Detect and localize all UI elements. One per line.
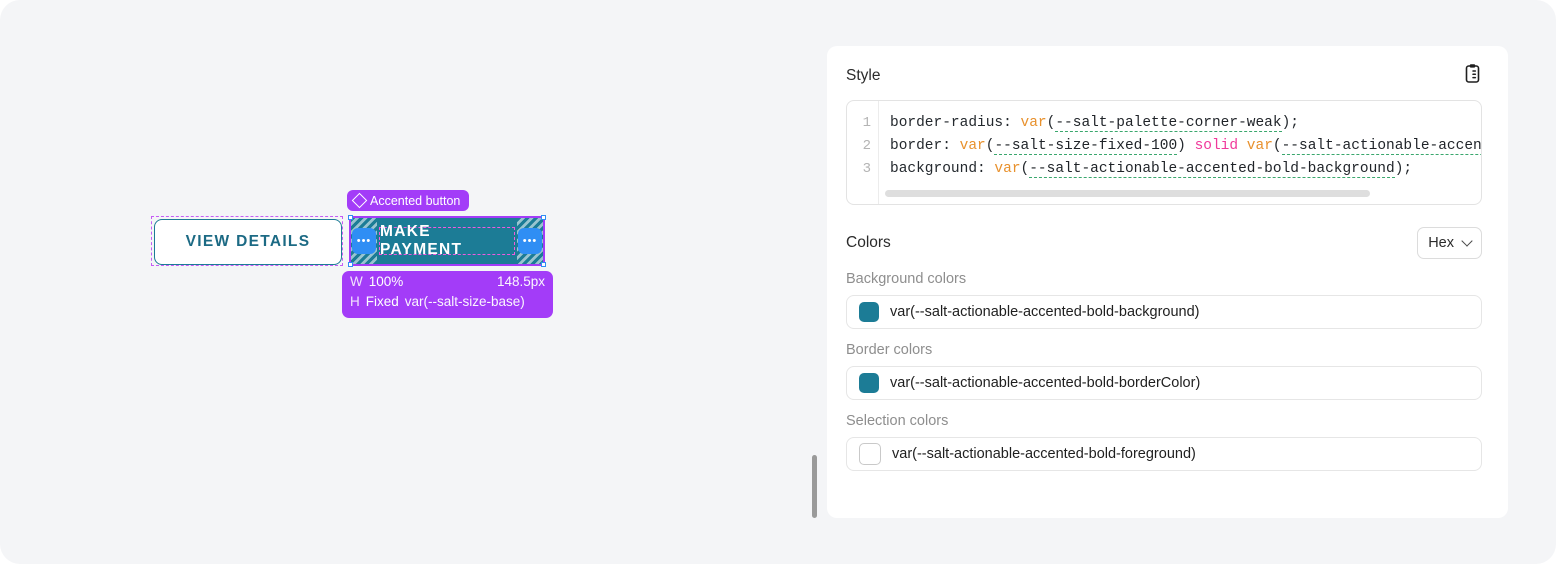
code-token: (: [1272, 138, 1282, 154]
panel-scrollbar-thumb[interactable]: [812, 455, 817, 518]
make-payment-selected-component[interactable]: ••• ••• MAKE PAYMENT: [348, 215, 546, 267]
code-line-number: 1: [862, 115, 871, 131]
color-swatch[interactable]: [859, 443, 881, 465]
code-token: var: [994, 161, 1021, 177]
color-groups-list: Background colors var(--salt-actionable-a…: [846, 271, 1482, 471]
style-section-header: Style: [846, 62, 1482, 90]
color-token-value: var(--salt-actionable-accented-bold-fore…: [892, 446, 1196, 462]
code-token: var: [1020, 115, 1047, 131]
color-group-label: Selection colors: [846, 413, 949, 429]
view-details-button[interactable]: VIEW DETAILS: [154, 219, 342, 265]
clipboard-copy-icon[interactable]: [1463, 63, 1482, 89]
code-line-number: 2: [862, 138, 871, 154]
code-line: border: var(--salt-size-fixed-100) solid…: [890, 135, 1481, 158]
code-token: background:: [890, 161, 995, 177]
style-section-title: Style: [846, 67, 881, 84]
color-group-label: Border colors: [846, 342, 933, 358]
resize-handle-bottom-left[interactable]: [348, 262, 353, 267]
color-token-row[interactable]: var(--salt-actionable-accented-bold-fore…: [846, 437, 1482, 471]
color-token-row[interactable]: var(--salt-actionable-accented-bold-bord…: [846, 366, 1482, 400]
resize-handle-bottom-right[interactable]: [541, 262, 546, 267]
code-token: --salt-actionable-accented-bold-backgrou…: [1029, 161, 1395, 178]
color-format-select[interactable]: Hex: [1417, 227, 1482, 259]
padding-handle-right[interactable]: •••: [518, 228, 542, 254]
code-token: var: [959, 138, 986, 154]
design-canvas[interactable]: VIEW DETAILS Accented button ••• ••• MAK…: [0, 0, 800, 564]
code-token: ): [1177, 138, 1195, 154]
height-value: var(--salt-size-base): [404, 294, 525, 309]
color-token-row[interactable]: var(--salt-actionable-accented-bold-back…: [846, 295, 1482, 329]
component-name-badge[interactable]: Accented button: [347, 190, 470, 211]
code-token: );: [1394, 161, 1413, 177]
resize-handle-top-right[interactable]: [541, 215, 546, 220]
code-token: --salt-actionable-accented: [1281, 138, 1481, 155]
measurement-row-height: H Fixed var(--salt-size-base): [350, 294, 545, 314]
color-swatch[interactable]: [859, 373, 879, 393]
color-token-value: var(--salt-actionable-accented-bold-back…: [890, 304, 1200, 320]
chevron-down-icon: [1461, 235, 1473, 247]
code-token: var: [1246, 138, 1273, 154]
code-line-numbers: 1 2 3: [847, 101, 879, 204]
colors-section-title: Colors: [846, 234, 891, 251]
code-content[interactable]: border-radius: var(--salt-palette-corner…: [879, 101, 1481, 204]
padding-handle-left[interactable]: •••: [352, 228, 376, 254]
code-token: [1238, 138, 1247, 154]
code-token: border:: [890, 138, 960, 154]
height-mode: Fixed: [365, 294, 399, 309]
code-token: solid: [1194, 138, 1239, 154]
code-line: background: var(--salt-actionable-accent…: [890, 158, 1481, 181]
code-horizontal-scrollbar[interactable]: [885, 190, 1370, 197]
measurement-tooltip: W 100% 148.5px H Fixed var(--salt-size-b…: [342, 271, 553, 318]
make-payment-button-label: MAKE PAYMENT: [379, 223, 515, 258]
code-token: (: [1046, 115, 1056, 131]
code-token: (: [985, 138, 995, 154]
code-token: );: [1281, 115, 1299, 131]
component-name-label: Accented button: [370, 193, 461, 208]
code-token: (: [1020, 161, 1030, 177]
code-line: border-radius: var(--salt-palette-corner…: [890, 112, 1481, 135]
code-token: --salt-palette-corner-weak: [1055, 115, 1282, 132]
height-key: H: [350, 294, 360, 309]
width-key: W: [350, 274, 363, 289]
color-group-label: Background colors: [846, 271, 967, 287]
measurement-row-width: W 100% 148.5px: [350, 274, 545, 294]
color-format-value: Hex: [1428, 235, 1454, 251]
width-value: 148.5px: [496, 274, 545, 289]
view-details-selection-outline: VIEW DETAILS: [151, 216, 343, 266]
color-token-value: var(--salt-actionable-accented-bold-bord…: [890, 375, 1201, 391]
code-token: border-radius:: [890, 115, 1021, 131]
code-line-number: 3: [862, 161, 871, 177]
width-mode: 100%: [368, 274, 404, 289]
color-swatch[interactable]: [859, 302, 879, 322]
colors-section-header: Colors Hex: [846, 227, 1482, 259]
code-token: --salt-size-fixed-100: [994, 138, 1178, 155]
diamond-component-icon: [351, 192, 368, 209]
resize-handle-top-left[interactable]: [348, 215, 353, 220]
